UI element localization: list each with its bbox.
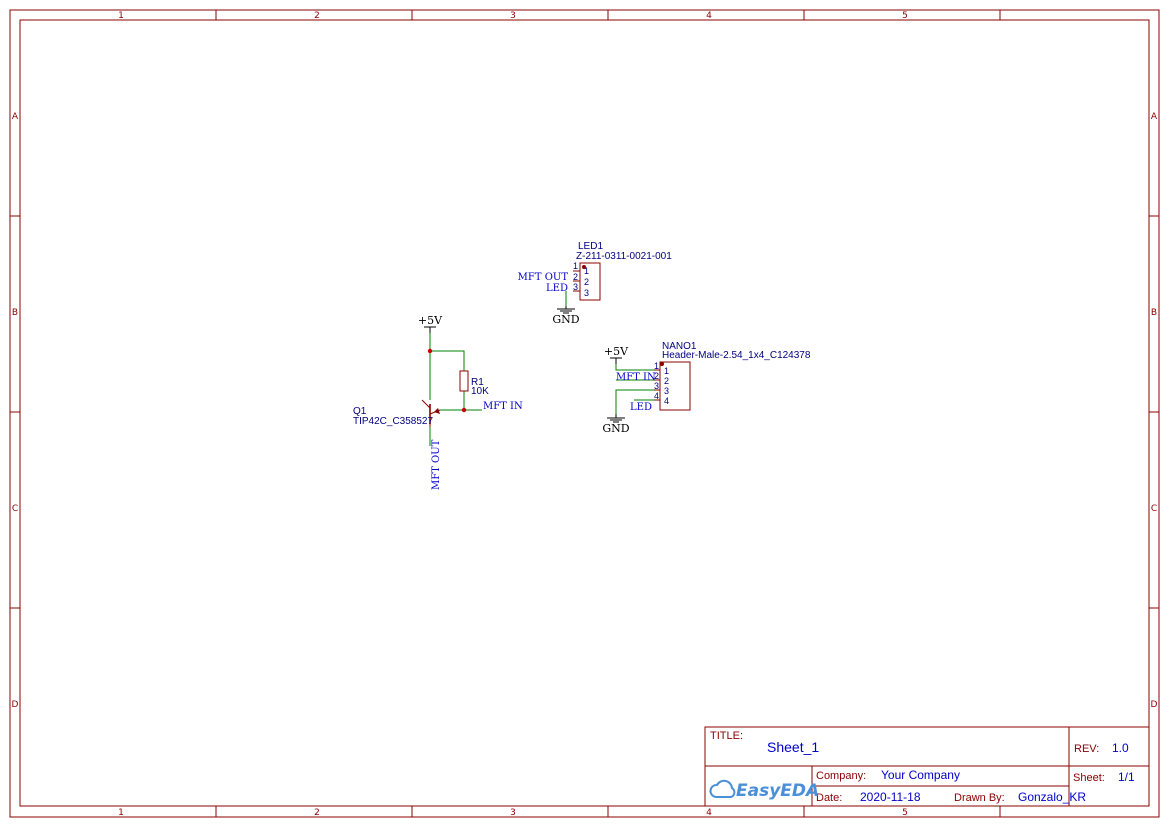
gnd-label: GND bbox=[602, 422, 629, 435]
nano1-pin-name: 3 bbox=[664, 386, 669, 396]
vcc-symbol bbox=[610, 357, 622, 364]
title-block: TITLE: Sheet_1 REV: 1.0 Company: Your Co… bbox=[704, 726, 1150, 807]
nano1-pin1-marker bbox=[660, 362, 664, 366]
q1-value: TIP42C_C358527 bbox=[353, 416, 433, 427]
row-label-left: B bbox=[12, 308, 18, 318]
nano1-pin-number: 1 bbox=[654, 361, 659, 371]
led1-pin-number: 3 bbox=[573, 282, 578, 292]
logo-text: EasyEDA bbox=[736, 781, 819, 801]
col-label-top: 5 bbox=[902, 11, 908, 21]
col-label-bottom: 2 bbox=[314, 808, 320, 818]
vcc-label: +5V bbox=[604, 345, 629, 358]
outer-frame bbox=[9, 9, 1160, 818]
nano1-pin-number: 2 bbox=[654, 371, 659, 381]
title-label: TITLE: bbox=[710, 730, 743, 742]
nano1-pin-number: 4 bbox=[654, 391, 659, 401]
q1-transistor[interactable]: Q1 TIP42C_C358527 bbox=[353, 399, 441, 427]
led1-pin-name: 3 bbox=[584, 288, 589, 298]
net-label-led: LED bbox=[630, 402, 652, 413]
nano1-pin-number: 3 bbox=[654, 381, 659, 391]
q1-wires bbox=[429, 333, 482, 446]
led1-pin1-marker bbox=[582, 265, 586, 269]
company-label: Company: bbox=[816, 770, 866, 782]
cloud-icon bbox=[709, 779, 736, 798]
nano1-pin-name: 4 bbox=[664, 396, 669, 406]
net-label-mft-in: MFT IN bbox=[483, 401, 523, 412]
junction bbox=[461, 407, 467, 413]
q1-designator: Q1 bbox=[353, 406, 367, 417]
col-label-bottom: 5 bbox=[902, 808, 908, 818]
net-label-mft-out: MFT OUT bbox=[518, 272, 569, 283]
date-value: 2020-11-18 bbox=[860, 790, 921, 804]
row-label-left: D bbox=[12, 700, 19, 710]
led1-pin-name: 2 bbox=[584, 277, 589, 287]
gnd-symbol bbox=[557, 306, 575, 314]
sheet-label: Sheet: bbox=[1073, 772, 1105, 784]
led1-connector[interactable]: LED1 Z-211-0311-0021-001 1 2 3 1 2 3 bbox=[573, 241, 672, 301]
easyeda-logo: EasyEDA bbox=[709, 779, 819, 801]
col-label-top: 4 bbox=[706, 11, 712, 21]
zone-markers: 1 2 3 4 5 1 2 3 4 5 A B C D A B C D bbox=[10, 10, 1159, 818]
rev-label: REV: bbox=[1074, 743, 1099, 755]
col-label-bottom: 1 bbox=[118, 808, 124, 818]
sheet-title: Sheet_1 bbox=[767, 739, 819, 755]
led1-value: Z-211-0311-0021-001 bbox=[576, 251, 672, 262]
nano1-pin-name: 1 bbox=[664, 366, 669, 376]
q1-arrow bbox=[434, 408, 440, 414]
inner-frame bbox=[19, 19, 1150, 807]
nano1-wires bbox=[615, 364, 654, 414]
led1-pin-number: 1 bbox=[573, 261, 578, 271]
r1-designator: R1 bbox=[471, 377, 484, 388]
col-label-bottom: 3 bbox=[510, 808, 516, 818]
row-label-left: C bbox=[12, 504, 18, 514]
date-label: Date: bbox=[816, 792, 842, 804]
led1-pin-name: 1 bbox=[584, 266, 589, 276]
led1-designator: LED1 bbox=[578, 241, 603, 252]
r1-body bbox=[459, 370, 469, 392]
nano1-body bbox=[659, 361, 691, 411]
drawn-by-label: Drawn By: bbox=[954, 792, 1005, 804]
vcc-symbol bbox=[424, 326, 436, 333]
vcc-label: +5V bbox=[418, 314, 443, 327]
nano1-designator: NANO1 bbox=[662, 341, 697, 352]
row-label-left: A bbox=[12, 112, 19, 122]
row-label-right: A bbox=[1151, 112, 1158, 122]
col-label-top: 1 bbox=[118, 11, 124, 21]
junction bbox=[427, 348, 433, 354]
row-label-right: C bbox=[1151, 504, 1157, 514]
net-label-led: LED bbox=[546, 283, 568, 294]
col-label-top: 2 bbox=[314, 11, 320, 21]
company-value: Your Company bbox=[881, 768, 960, 782]
drawn-by-value: Gonzalo_KR bbox=[1018, 790, 1086, 804]
row-label-right: B bbox=[1151, 308, 1157, 318]
r1-resistor[interactable]: R1 10K bbox=[459, 370, 489, 397]
sheet-value: 1/1 bbox=[1118, 770, 1135, 784]
nano1-header[interactable]: NANO1 Header-Male-2.54_1x4_C124378 1 2 3… bbox=[654, 341, 811, 411]
r1-value: 10K bbox=[471, 386, 489, 397]
col-label-bottom: 4 bbox=[706, 808, 712, 818]
led1-pin-number: 2 bbox=[573, 272, 578, 282]
gnd-symbol bbox=[607, 414, 625, 423]
q1-collector bbox=[421, 399, 431, 409]
gnd-label: GND bbox=[552, 313, 579, 326]
net-label-mft-in: MFT IN bbox=[616, 372, 656, 383]
col-label-top: 3 bbox=[510, 11, 516, 21]
nano1-value: Header-Male-2.54_1x4_C124378 bbox=[662, 350, 811, 361]
net-label-mft-out-vertical: MFT OUT bbox=[431, 439, 442, 490]
rev-value: 1.0 bbox=[1112, 741, 1129, 755]
nano1-pin-name: 2 bbox=[664, 376, 669, 386]
row-label-right: D bbox=[1151, 700, 1158, 710]
